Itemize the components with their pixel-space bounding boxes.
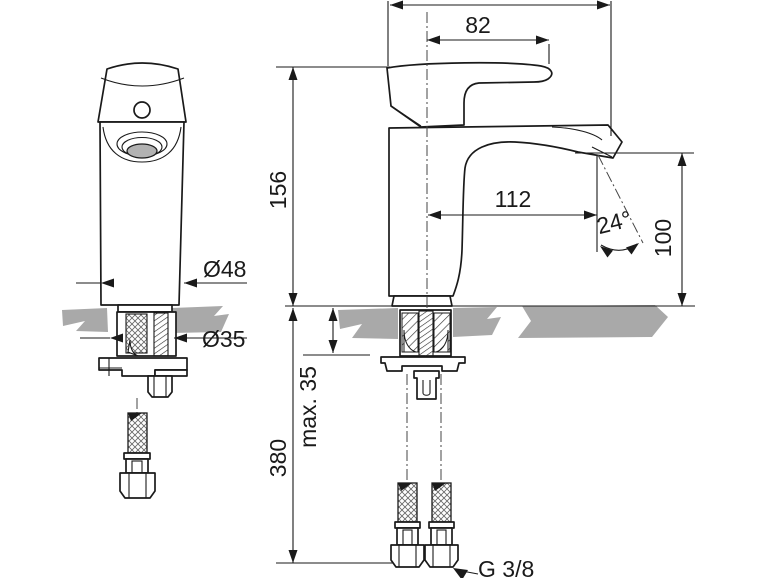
- dim-stream-angle-label: 24°: [594, 205, 634, 239]
- dim-body-height-label: 156: [265, 171, 291, 209]
- dim-stream-angle: 24°: [594, 154, 644, 258]
- dim-body-height: 156: [265, 66, 390, 306]
- dim-spout-reach: 112: [428, 155, 598, 252]
- threaded-rod-side: [418, 310, 434, 359]
- handle-side: [386, 61, 553, 128]
- hose-collar-flange: [394, 521, 421, 529]
- bracket-step-front: [154, 369, 188, 377]
- flex-hose-front: [119, 412, 156, 499]
- dim-thread-size: G 3/8: [453, 556, 534, 578]
- dim-body-diameter-label: Ø48: [203, 256, 246, 282]
- dim-hose-length-label: 380: [265, 439, 291, 477]
- dimensions: 82 156 112 24°: [265, 0, 694, 578]
- dim-overall-width: [387, 0, 612, 136]
- hose-collar-flange: [123, 452, 151, 460]
- aerator-face-line: [591, 146, 613, 158]
- dim-max-mounting-thickness: max. 35: [295, 308, 370, 448]
- countertop-section: [62, 305, 668, 339]
- hose-section-tip: [127, 339, 139, 357]
- lock-nut-side: [413, 370, 440, 400]
- hose-collar-flange: [428, 521, 455, 529]
- countertop-side-left: [338, 308, 398, 339]
- hose-hex-nut: [390, 544, 425, 568]
- threaded-rod-front: [153, 312, 169, 357]
- handle-front-face-line: [100, 77, 185, 87]
- body-spout-side: [388, 124, 623, 297]
- dim-thread-size-label: G 3/8: [478, 556, 534, 578]
- dim-body-diameter: Ø48: [76, 256, 247, 288]
- hose-braid-cap: [432, 483, 446, 491]
- cutout-right: [435, 329, 449, 353]
- countertop-side-right: [518, 305, 668, 338]
- hose-braid-cap: [128, 413, 142, 421]
- dim-spout-reach-label: 112: [495, 186, 532, 212]
- hose-hex-nut: [119, 472, 156, 499]
- dim-outlet-height-label: 100: [650, 219, 676, 257]
- handle-base-line: [390, 105, 422, 127]
- washer-plate-side: [380, 356, 466, 372]
- dim-max-mounting-thickness-label: max. 35: [295, 366, 321, 448]
- flex-hose-side-right: [424, 482, 459, 568]
- side-view: [285, 12, 695, 568]
- cutout-left: [403, 329, 417, 353]
- dim-handle-width: 82: [427, 12, 550, 64]
- mounting-nut-front: [147, 375, 173, 398]
- dim-hose-length: 380: [265, 308, 393, 564]
- hose-braid-cap: [398, 483, 412, 491]
- countertop-side-mid: [453, 307, 501, 337]
- flex-hose-side-left: [390, 482, 425, 568]
- base-flange-side: [391, 295, 453, 307]
- dim-hole-diameter: Ø35: [80, 326, 247, 352]
- dim-handle-width-label: 82: [465, 12, 491, 38]
- body-front: [99, 121, 185, 306]
- hose-section-front: [125, 313, 148, 354]
- front-view: Ø48 Ø35: [76, 62, 247, 499]
- aerator-bowl: [102, 126, 182, 163]
- countertop-front-right: [171, 306, 229, 333]
- base-flange-front: [117, 304, 173, 313]
- spout-cowl-line: [551, 126, 603, 141]
- handle-button: [133, 101, 151, 119]
- hose-hex-nut: [424, 544, 459, 568]
- dim-hole-diameter-label: Ø35: [202, 326, 245, 352]
- mounting-assembly-side: [380, 309, 466, 400]
- handle-front: [97, 62, 187, 123]
- aerator-outlet: [126, 143, 158, 159]
- nut-slot: [422, 380, 431, 396]
- countertop-front-left: [62, 308, 108, 332]
- dim-outlet-height: 100: [575, 152, 694, 306]
